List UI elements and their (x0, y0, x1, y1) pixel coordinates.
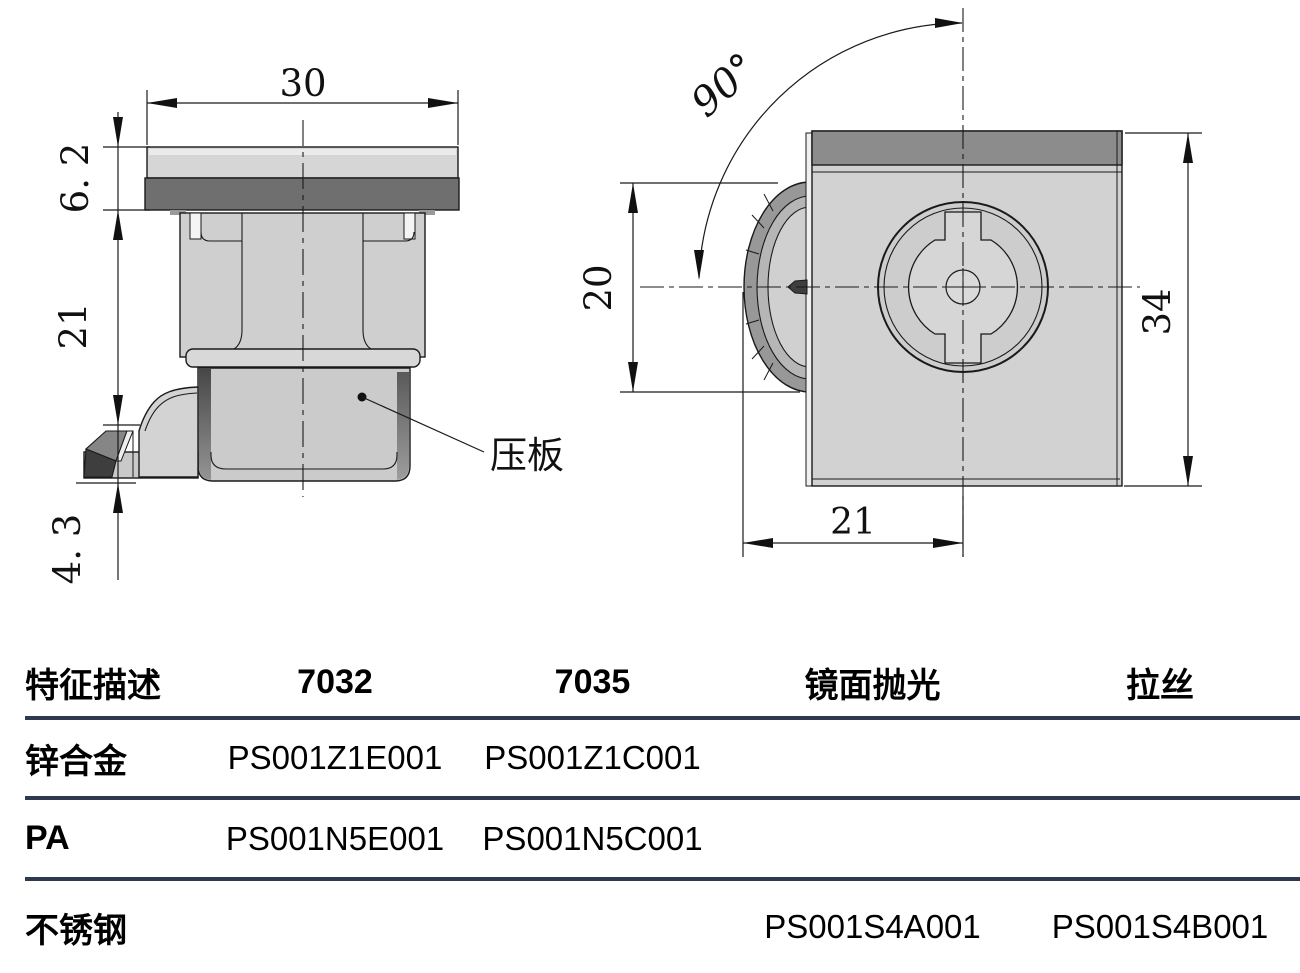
part-number-cell: PS001S4B001 (1051, 908, 1269, 945)
foot-notch (115, 430, 134, 462)
arrowhead (1183, 133, 1193, 163)
row-zinc-material: 锌合金 (25, 720, 210, 800)
front-view (640, 8, 1140, 557)
arrowhead (743, 538, 773, 548)
arrowhead (113, 117, 123, 147)
row-stainless-material: 不锈钢 (25, 911, 127, 950)
col-header-7035: 7035 (460, 648, 725, 720)
technical-drawing: 30 6. 2 21 4. 3 压板 (46, 8, 1202, 585)
col-header-feature: 特征描述 (25, 648, 210, 720)
dim-30-label: 30 (279, 62, 326, 105)
body-groove-left (200, 231, 242, 242)
part-number-cell (210, 881, 460, 973)
front-view-dimensions (620, 18, 1202, 557)
part-number-cell: PS001N5E001 (210, 800, 460, 881)
dim-20-label: 20 (577, 264, 620, 311)
part-number-cell (1020, 720, 1300, 800)
front-edge-sliver (805, 132, 813, 487)
body-groove-right (363, 231, 415, 242)
arrowhead (1183, 456, 1193, 486)
part-number-cell (725, 720, 1020, 800)
foot-arm-inner-line (144, 392, 198, 432)
arrowhead (113, 395, 123, 425)
dim-34-label: 34 (1136, 288, 1179, 335)
part-number-cell: PS001N5C001 (460, 800, 725, 881)
pressure-plate-left-edge (199, 369, 213, 480)
leader-line (361, 396, 485, 453)
side-view-dimensions (76, 90, 485, 580)
arrowhead (428, 98, 458, 108)
arrowhead (628, 183, 638, 213)
part-number-cell: PS001Z1C001 (460, 720, 725, 800)
spec-table: 特征描述 7032 7035 镜面抛光 拉丝 锌合金 PS001Z1E001 P… (25, 648, 1300, 973)
part-number-cell (725, 800, 1020, 881)
cam-knob-segments (745, 193, 774, 381)
row-pa-material: PA (25, 800, 210, 881)
arrowhead (935, 18, 963, 28)
foot-wedge-face (83, 448, 117, 478)
front-top-band (811, 130, 1123, 166)
cap-step-right (419, 210, 435, 215)
part-number-cell: PS001Z1E001 (210, 720, 460, 800)
dim-6-2-label: 6. 2 (54, 143, 97, 214)
arrowhead (113, 210, 123, 240)
cap-step-left (170, 210, 186, 215)
part-number-cell: PS001S4A001 (764, 908, 981, 945)
col-header-mirror-polish: 镜面抛光 (725, 648, 1020, 720)
col-header-brushed: 拉丝 (1020, 648, 1300, 720)
body-slot-left (189, 212, 202, 240)
cap-dark-band (144, 177, 460, 211)
pressure-plate-label: 压板 (490, 434, 564, 477)
part-number-cell (1020, 800, 1300, 881)
part-number-cell (460, 881, 725, 973)
side-view (83, 120, 460, 497)
arrowhead (147, 98, 177, 108)
arrowhead (694, 250, 704, 280)
angle-arc (698, 22, 963, 279)
arrowhead (628, 362, 638, 392)
dim-21-bottom-label: 21 (830, 502, 876, 543)
foot-arm (138, 386, 199, 478)
dim-21-side-label: 21 (52, 302, 95, 349)
dim-90deg-label: 90° (683, 45, 766, 127)
dim-4-3-label: 4. 3 (46, 514, 89, 585)
pressure-plate-inner-line (210, 452, 398, 470)
col-header-7032: 7032 (210, 648, 460, 720)
pressure-plate (197, 367, 411, 482)
body-slot-right (403, 212, 416, 240)
arrowhead (113, 483, 123, 513)
arrowhead (933, 538, 963, 548)
pressure-plate-right-edge (395, 372, 409, 480)
